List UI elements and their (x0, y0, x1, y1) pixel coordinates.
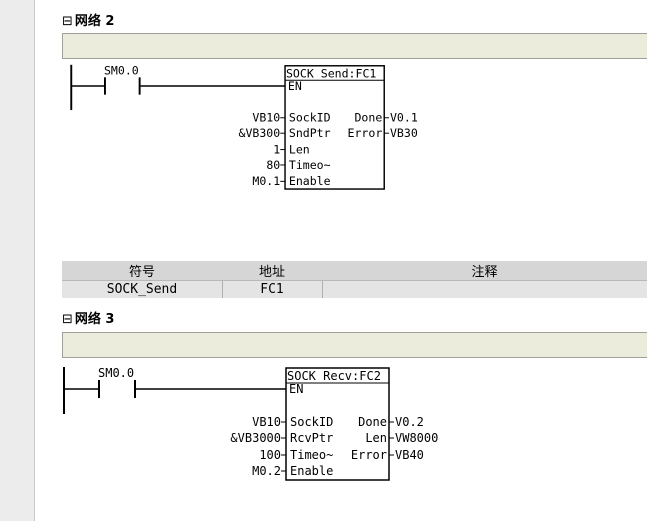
input-param: SndPtr (289, 126, 331, 140)
symbol-cell[interactable]: SOCK_Send (106, 282, 178, 297)
input-param: Timeo~ (289, 158, 331, 172)
contact-sm0-0[interactable]: SM0.0 (103, 63, 141, 95)
symbol-table: 符号 地址 注释 SOCK_Send FC1 (62, 261, 647, 298)
gutter-divider (34, 0, 35, 521)
input-value[interactable]: 100 (259, 448, 281, 462)
column-header-symbol[interactable]: 符号 (128, 265, 155, 280)
symbol-table-header: 符号 地址 注释 (62, 261, 647, 281)
output-value[interactable]: V0.1 (390, 111, 418, 125)
input-param: Timeo~ (290, 448, 333, 462)
network-2-ladder: SM0.0 SOCK_Send:FC1 EN VB10 &VB300 1 80 … (70, 63, 418, 190)
comment-cell[interactable] (322, 281, 647, 298)
input-value[interactable]: VB10 (252, 111, 280, 125)
function-block-sock-recv[interactable]: SOCK_Recv:FC2 EN VB10 &VB3000 100 M0.2 S… (230, 367, 438, 481)
input-param: RcvPtr (290, 431, 333, 445)
en-pin: EN (289, 382, 303, 396)
input-value[interactable]: 1 (273, 142, 280, 156)
output-value[interactable]: VW8000 (395, 431, 438, 445)
input-value[interactable]: &VB3000 (230, 431, 281, 445)
editor-gutter (0, 0, 34, 521)
en-pin: EN (288, 79, 302, 93)
column-header-address[interactable]: 地址 (258, 265, 285, 280)
network-2-title[interactable]: ⊟网络 2 (62, 14, 115, 29)
column-separator (322, 281, 323, 298)
output-value[interactable]: VB40 (395, 448, 424, 462)
contact-label: SM0.0 (104, 63, 139, 77)
output-value[interactable]: V0.2 (395, 415, 424, 429)
contact-sm0-0[interactable]: SM0.0 (98, 366, 136, 398)
column-header-comment[interactable]: 注释 (471, 265, 498, 280)
input-param: SockID (290, 415, 333, 429)
network-3-ladder: SM0.0 SOCK_Recv:FC2 EN VB10 &VB3000 100 … (63, 366, 438, 481)
output-param: Done (358, 415, 387, 429)
table-row[interactable]: SOCK_Send FC1 (62, 281, 647, 298)
network-3-title[interactable]: ⊟网络 3 (62, 312, 115, 327)
column-separator (222, 281, 223, 298)
input-param: Enable (289, 174, 331, 188)
contact-label: SM0.0 (98, 366, 134, 380)
input-param: Len (289, 142, 310, 156)
input-value[interactable]: &VB300 (239, 126, 281, 140)
collapse-toggle-icon[interactable]: ⊟ (62, 14, 73, 29)
address-cell[interactable]: FC1 (260, 282, 284, 297)
output-param: Done (354, 111, 382, 125)
input-param: SockID (289, 111, 331, 125)
output-param: Error (348, 126, 383, 140)
block-name: SOCK_Recv:FC2 (287, 369, 381, 383)
output-param: Len (365, 431, 387, 445)
network-2-comment-bar[interactable] (62, 33, 647, 59)
output-param: Error (351, 448, 387, 462)
collapse-toggle-icon[interactable]: ⊟ (62, 312, 73, 327)
block-name: SOCK_Send:FC1 (286, 66, 376, 80)
input-value[interactable]: M0.2 (252, 464, 281, 478)
network-3-comment-bar[interactable] (62, 332, 647, 358)
input-value[interactable]: VB10 (252, 415, 281, 429)
input-value[interactable]: 80 (266, 158, 280, 172)
input-value[interactable]: M0.1 (252, 174, 280, 188)
input-param: Enable (290, 464, 333, 478)
output-value[interactable]: VB30 (390, 126, 418, 140)
function-block-sock-send[interactable]: SOCK_Send:FC1 EN VB10 &VB300 1 80 M0.1 S… (239, 65, 418, 190)
